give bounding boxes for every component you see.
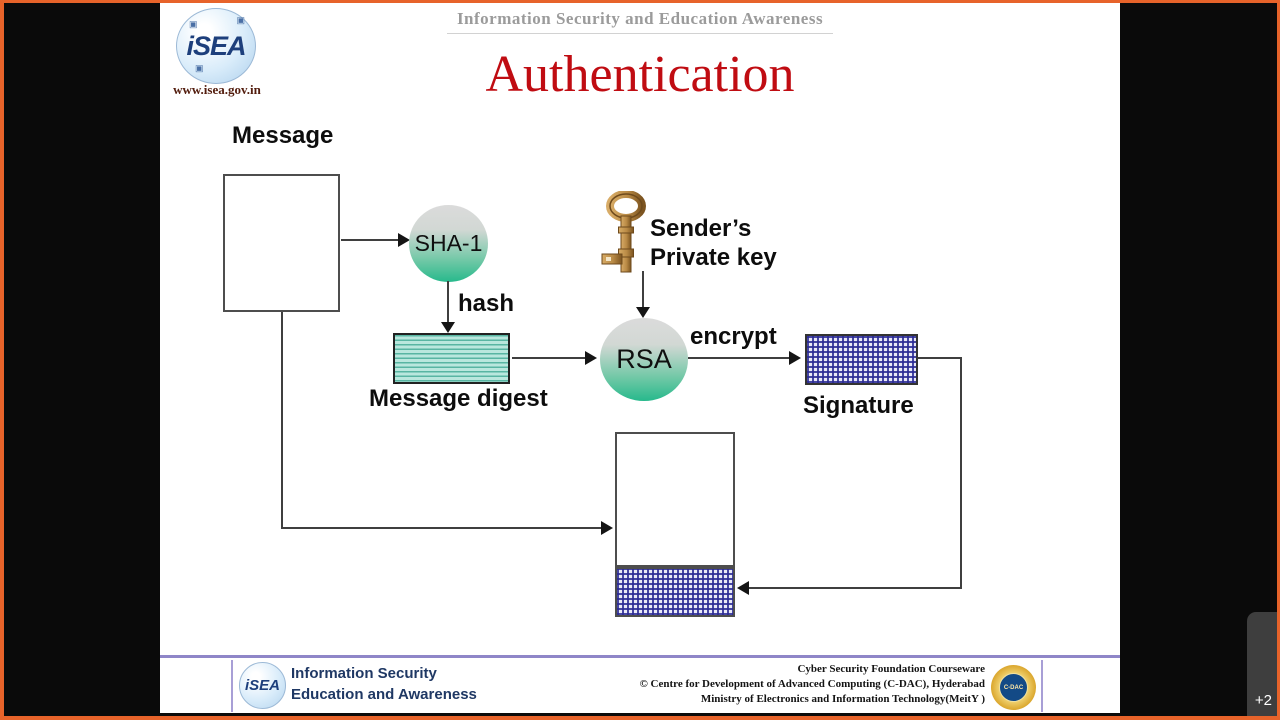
arrowhead-left-icon <box>737 581 749 595</box>
footer-org-line1: Information Security <box>291 665 437 682</box>
isea-logo: ▣ ▣ ▣ iSEA <box>176 8 256 84</box>
slide-header-text: Information Security and Education Aware… <box>446 9 834 34</box>
line-message-down <box>281 312 283 529</box>
arrowhead-right-icon <box>601 521 613 535</box>
arrowhead-down-icon <box>636 307 650 318</box>
line-signature-left <box>749 587 962 589</box>
sender-key-line2: Private key <box>650 244 777 271</box>
arrow-message-to-sha1 <box>341 239 399 241</box>
footer-divider <box>160 655 1120 658</box>
footer-isea-logo-text: iSEA <box>244 677 280 694</box>
more-participants-button[interactable]: +2 <box>1247 612 1277 716</box>
cdac-badge-label: C-DAC <box>999 673 1028 702</box>
footer-credit-line3: Ministry of Electronics and Information … <box>700 693 985 705</box>
footer-credit-line2: © Centre for Development of Advanced Com… <box>639 678 985 690</box>
cdac-badge-icon: C-DAC <box>991 665 1036 710</box>
arrowhead-right-icon <box>789 351 801 365</box>
message-box <box>223 174 340 312</box>
footer-credits: Cyber Security Foundation Courseware © C… <box>595 662 985 707</box>
sha1-node: SHA-1 <box>409 205 488 282</box>
message-digest-box <box>393 333 510 384</box>
footer-separator-right <box>1041 660 1043 712</box>
footer-organization: Information Security Education and Aware… <box>291 663 477 705</box>
signature-label: Signature <box>803 392 914 419</box>
private-key-icon <box>598 190 650 275</box>
slide-header: Information Security and Education Aware… <box>160 9 1120 34</box>
arrow-digest-to-rsa <box>512 357 586 359</box>
message-label: Message <box>232 122 334 149</box>
computer-icon: ▣ <box>189 19 198 29</box>
line-message-right <box>281 527 603 529</box>
message-digest-label: Message digest <box>369 385 548 412</box>
rsa-label: RSA <box>616 344 672 374</box>
sha1-label: SHA-1 <box>414 230 483 256</box>
hash-label: hash <box>458 290 515 317</box>
isea-logo-text: iSEA <box>186 30 246 61</box>
isea-website-url: www.isea.gov.in <box>173 82 261 97</box>
more-participants-count: +2 <box>1254 692 1272 709</box>
page-title: Authentication <box>485 46 795 103</box>
arrowhead-right-icon <box>398 233 410 247</box>
computer-icon: ▣ <box>236 15 245 25</box>
line-signature-out <box>918 357 962 359</box>
rsa-node: RSA <box>600 318 688 401</box>
line-signature-down <box>960 357 962 589</box>
encrypt-label: encrypt <box>690 323 777 350</box>
arrowhead-down-icon <box>441 322 455 333</box>
sender-key-line1: Sender’s <box>650 215 752 242</box>
signature-box <box>805 334 918 385</box>
footer-credit-line1: Cyber Security Foundation Courseware <box>797 663 985 675</box>
footer-org-line2: Education and Awareness <box>291 686 477 703</box>
line-key-to-rsa <box>642 271 644 309</box>
presentation-slide: ▣ ▣ ▣ iSEA www.isea.gov.in Information S… <box>160 3 1120 713</box>
lock-icon: ▣ <box>195 63 204 73</box>
received-message-box <box>615 432 735 567</box>
footer-isea-logo: iSEA <box>239 662 286 709</box>
sender-private-key-label: Sender’s Private key <box>650 214 777 272</box>
arrowhead-right-icon <box>585 351 597 365</box>
attached-signature-box <box>615 567 735 617</box>
arrow-rsa-to-signature <box>688 357 790 359</box>
footer-separator-left <box>231 660 233 712</box>
arrow-sha1-to-digest <box>447 281 449 323</box>
